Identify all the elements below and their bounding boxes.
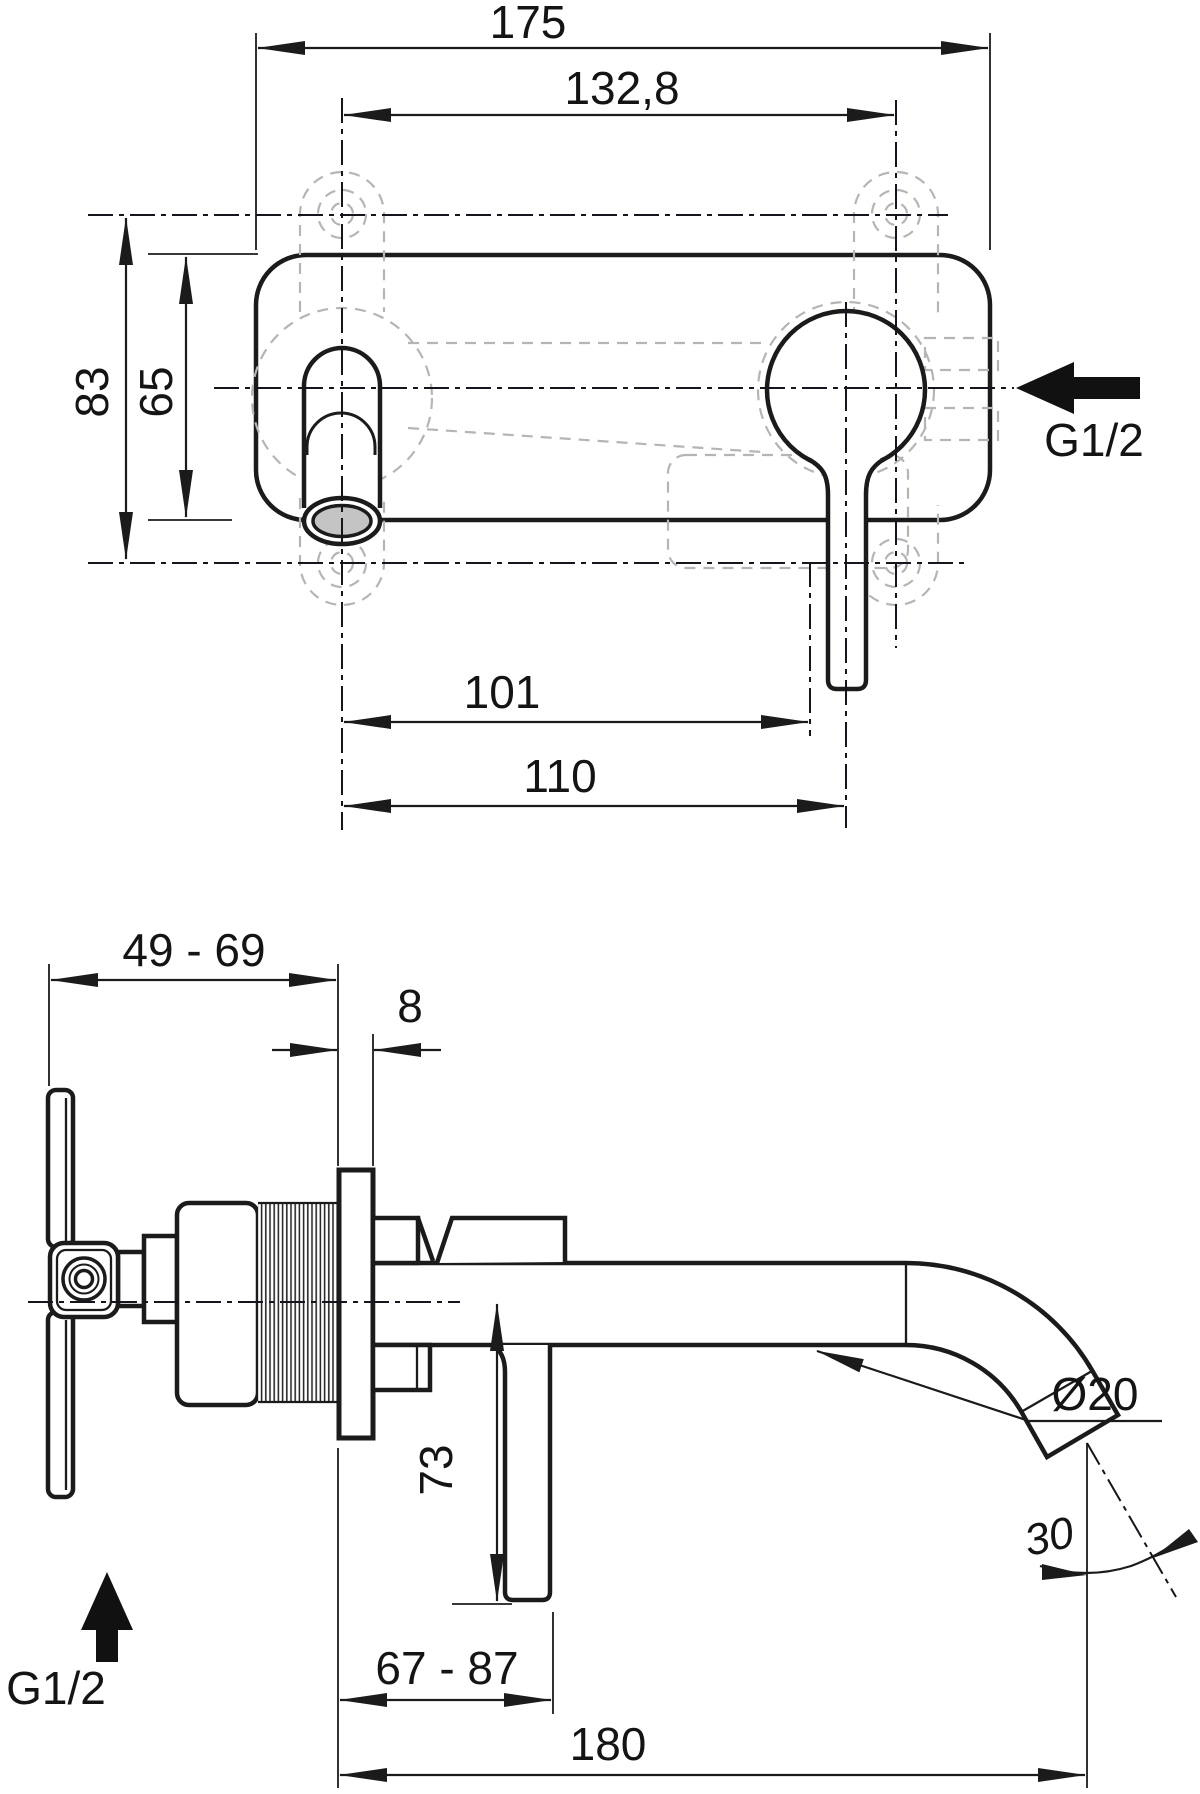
dimension-plate-thickness: 8 <box>272 980 441 1166</box>
mounting-lug-bottom-left <box>298 498 386 607</box>
dim-label: 175 <box>490 0 567 48</box>
hub-screw-icon <box>68 1263 100 1295</box>
mounting-lug-top-right <box>852 170 940 318</box>
inlet-label: G1/2 <box>1044 414 1144 466</box>
dimension-overall-height: 83 <box>66 217 133 560</box>
dim-label: 83 <box>66 366 118 417</box>
dimension-outlet-angle: 30 <box>1020 1442 1198 1598</box>
dimension-spout-to-handle: 110 <box>343 750 845 813</box>
dim-label: 132,8 <box>564 62 679 114</box>
dim-label: 110 <box>523 750 596 802</box>
wall-escutcheon <box>336 1167 376 1441</box>
screw-hole-icon <box>316 188 368 240</box>
centerlines-front <box>88 98 1014 830</box>
mounting-lug-top-left <box>298 170 386 312</box>
lever-mount-boss <box>370 1342 433 1393</box>
inlet-arrow-icon <box>1016 362 1140 414</box>
spout-body <box>301 345 383 508</box>
dimension-spout-to-lever: 101 <box>343 666 809 729</box>
dim-label: Ø20 <box>1052 1368 1139 1420</box>
dimension-plate-width: 175 <box>255 0 991 250</box>
dim-label: 65 <box>130 366 182 417</box>
dimension-lever-reach: 67 - 87 <box>339 1612 554 1714</box>
handle-blade-bottom <box>45 1309 76 1500</box>
dimension-lever-drop: 73 <box>410 1303 512 1605</box>
angle-arrow-icon <box>1153 1529 1198 1558</box>
dim-label: 73 <box>410 1444 462 1495</box>
mixer-lever-fill <box>492 1345 550 1600</box>
dim-label: 180 <box>570 1718 647 1770</box>
spout-mount-boss <box>434 1215 568 1264</box>
boss-chamfer <box>415 1217 436 1262</box>
inlet-arrow-icon <box>81 1572 133 1662</box>
angle-arrow-icon <box>1042 1564 1087 1580</box>
side-view: 49 - 69 8 73 67 - 87 180 <box>6 924 1198 1788</box>
dimension-hole-spacing: 132,8 <box>343 62 895 122</box>
dim-label: 30 <box>1020 1508 1079 1566</box>
dim-label: 67 - 87 <box>375 1642 518 1694</box>
dim-label: 8 <box>397 980 423 1032</box>
screw-hole-icon <box>316 537 368 589</box>
spout-tube <box>370 1260 1122 1461</box>
front-view: G1/2 175 132,8 83 <box>66 0 1144 830</box>
handle-blade-top <box>45 1087 76 1250</box>
hub-screw-icon <box>73 1268 95 1290</box>
bend-seam <box>1020 1370 1093 1413</box>
body-phantom-line <box>407 426 763 454</box>
inlet-port-phantom <box>923 406 1000 442</box>
inlet-port-phantom <box>923 336 1000 372</box>
inlet-label: G1/2 <box>6 1662 106 1714</box>
dim-label: 49 - 69 <box>122 924 265 976</box>
dimension-spout-diameter: Ø20 <box>816 1349 1162 1423</box>
dim-label: 101 <box>464 666 541 718</box>
valve-cartridge <box>174 1200 261 1408</box>
dimension-depth-range: 49 - 69 <box>48 924 339 1166</box>
dimension-plate-height: 65 <box>130 253 258 521</box>
valve-body-phantom <box>666 453 910 570</box>
handle-adapter <box>115 1249 147 1309</box>
handle-hub-inner <box>55 1248 113 1312</box>
dimension-spout-reach: 180 <box>337 1443 1088 1788</box>
spout-mount-boss <box>370 1215 421 1266</box>
handle-adapter <box>141 1233 180 1325</box>
